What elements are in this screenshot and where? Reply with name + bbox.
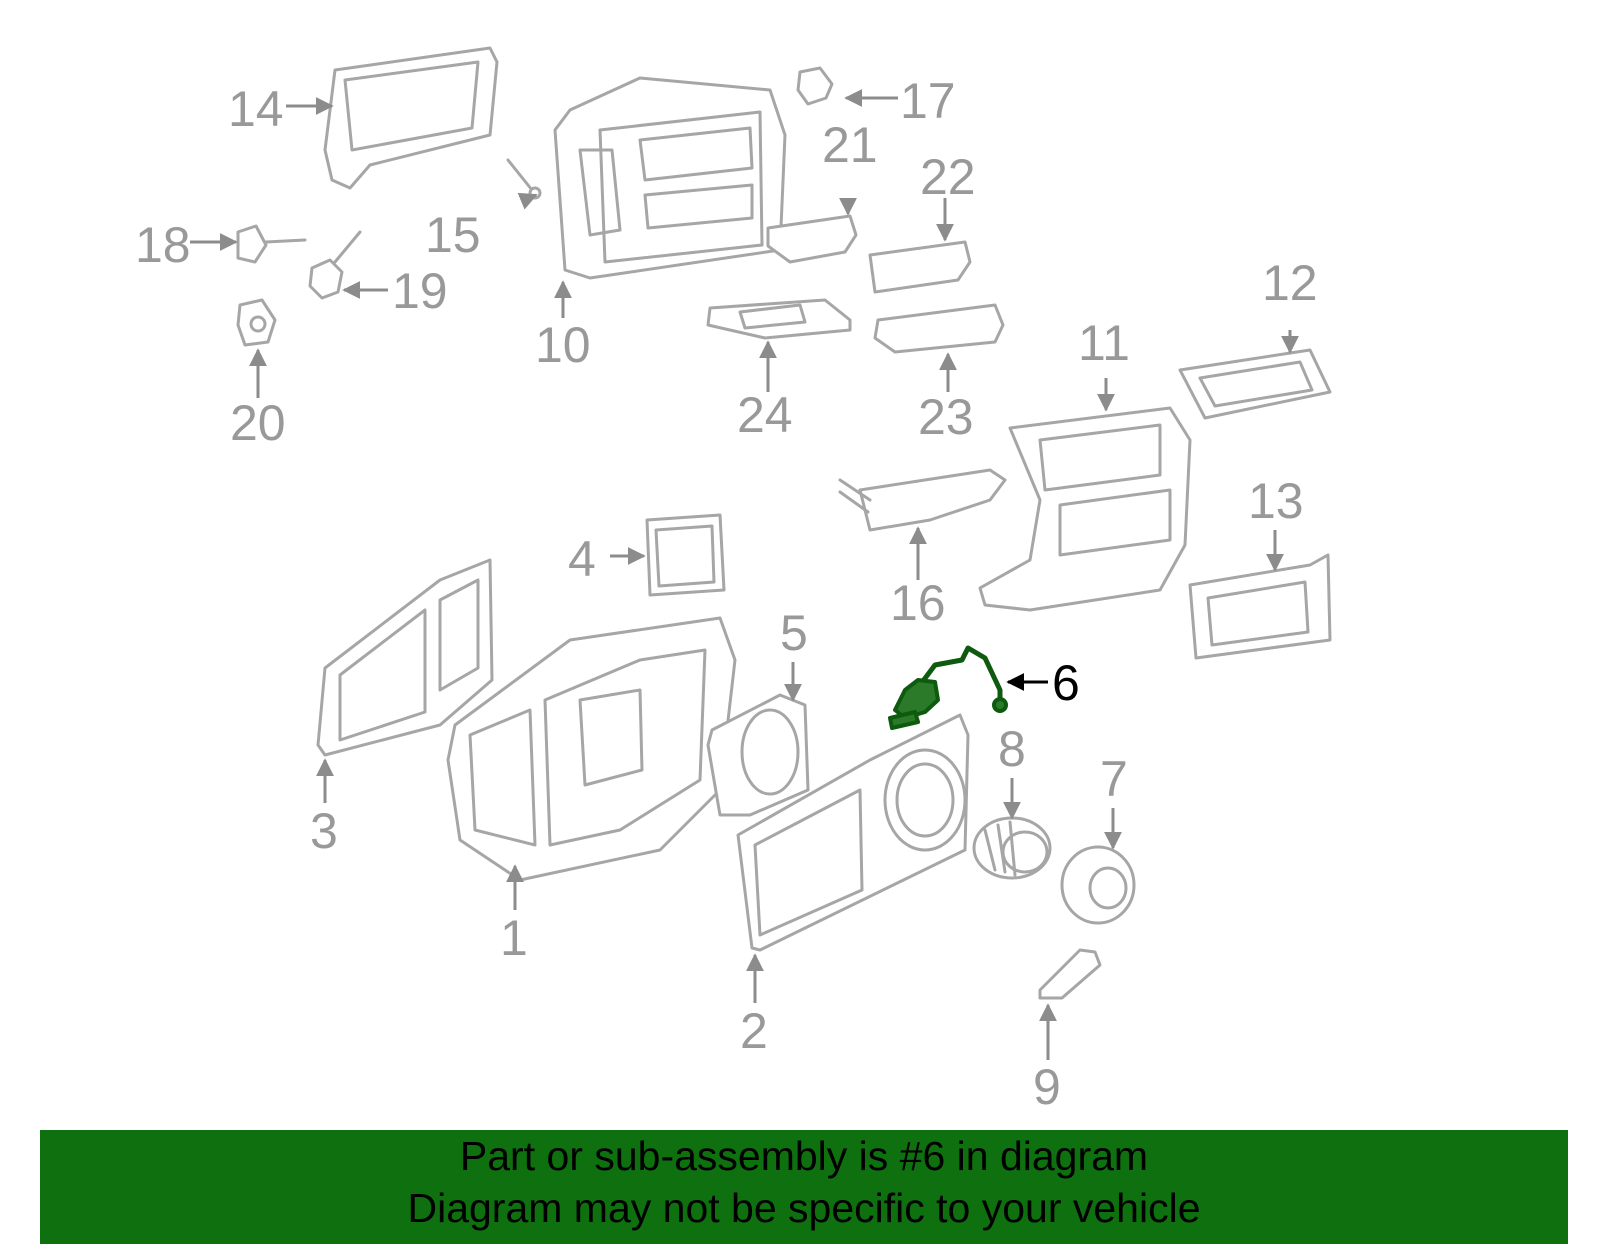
callout-13: 13 <box>1248 473 1304 529</box>
callout-10: 10 <box>535 317 591 373</box>
callout-4: 4 <box>568 531 596 587</box>
part-13-frame <box>1188 553 1332 660</box>
callout-6: 6 <box>1052 655 1080 711</box>
callout-labels: 14 17 21 22 15 18 19 10 12 11 20 24 23 1… <box>135 73 1318 1115</box>
callout-24: 24 <box>737 387 793 443</box>
part-19-clip <box>308 230 362 300</box>
part-21-door <box>766 214 858 264</box>
part-20-bracket <box>236 298 277 347</box>
info-banner: Part or sub-assembly is #6 in diagram Di… <box>40 1130 1568 1244</box>
banner-line-1: Part or sub-assembly is #6 in diagram <box>459 1133 1149 1179</box>
callout-16: 16 <box>890 575 946 631</box>
callout-21: 21 <box>822 117 878 173</box>
callout-18: 18 <box>135 217 191 273</box>
callout-2: 2 <box>740 1003 768 1059</box>
callout-19: 19 <box>392 263 448 319</box>
callout-1: 1 <box>500 910 528 966</box>
part-9-clip <box>1038 948 1102 1000</box>
callout-14: 14 <box>228 81 284 137</box>
part-14-frame <box>323 46 499 190</box>
callout-11: 11 <box>1078 315 1130 371</box>
callout-7: 7 <box>1100 751 1128 807</box>
part-2-housing <box>736 713 970 952</box>
part-6-highlighted <box>888 645 1008 730</box>
part-1-housing <box>446 616 737 882</box>
callout-5: 5 <box>780 605 808 661</box>
part-3-gasket <box>316 558 494 757</box>
part-15-pin <box>506 158 542 200</box>
part-24-door <box>706 298 852 340</box>
banner-line-2: Diagram may not be specific to your vehi… <box>407 1185 1201 1231</box>
part-11-case <box>978 406 1192 612</box>
part-4-filter <box>645 513 726 597</box>
part-16-core <box>838 468 1007 532</box>
part-7-motor <box>1060 845 1136 925</box>
callout-9: 9 <box>1033 1059 1061 1115</box>
callout-3: 3 <box>310 803 338 859</box>
callout-15: 15 <box>425 207 481 263</box>
part-22-door <box>868 240 972 294</box>
callout-23: 23 <box>918 389 974 445</box>
leader-arrows <box>190 89 1299 1060</box>
part-10-housing <box>553 76 787 280</box>
part-8-blower-wheel <box>972 816 1052 880</box>
callout-22: 22 <box>920 149 976 205</box>
callout-12: 12 <box>1262 255 1318 311</box>
callout-20: 20 <box>230 395 286 451</box>
part-23-door <box>873 303 1005 354</box>
callout-8: 8 <box>998 721 1026 777</box>
callout-17: 17 <box>900 73 956 129</box>
part-12-frame <box>1178 348 1332 420</box>
part-18-screw <box>236 224 307 264</box>
parts-diagram: 14 17 21 22 15 18 19 10 12 11 20 24 23 1… <box>135 46 1332 1115</box>
part-17-grommet <box>796 66 834 106</box>
